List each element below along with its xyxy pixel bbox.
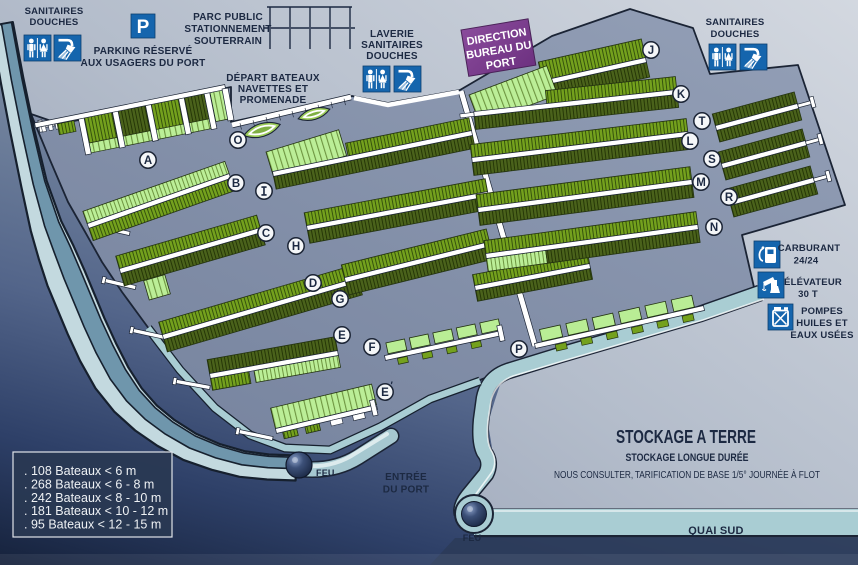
svg-text:N: N xyxy=(710,222,718,234)
svg-text:. 108 Bateaux < 6 m: . 108 Bateaux < 6 m xyxy=(24,464,136,478)
svg-text:E: E xyxy=(338,330,346,342)
svg-text:NAVETTES ET: NAVETTES ET xyxy=(238,84,308,95)
svg-text:STOCKAGE LONGUE DURÉE: STOCKAGE LONGUE DURÉE xyxy=(626,451,749,464)
svg-text:. 268 Bateaux < 6 - 8 m: . 268 Bateaux < 6 - 8 m xyxy=(24,477,154,491)
svg-text:L: L xyxy=(686,136,693,148)
svg-text:LAVERIE: LAVERIE xyxy=(370,29,414,40)
svg-text:PORT: PORT xyxy=(485,55,517,72)
svg-text:DOUCHES: DOUCHES xyxy=(366,51,418,62)
svg-text:P: P xyxy=(137,17,150,38)
svg-text:STATIONNEMENT: STATIONNEMENT xyxy=(184,24,271,35)
svg-text:A: A xyxy=(144,155,152,167)
svg-text:O: O xyxy=(234,135,243,147)
svg-text:H: H xyxy=(292,241,300,253)
svg-text:C: C xyxy=(262,228,270,240)
svg-text:NOUS CONSULTER, TARIFICATION D: NOUS CONSULTER, TARIFICATION DE BASE 1/5… xyxy=(554,468,820,481)
svg-text:SANITAIRES: SANITAIRES xyxy=(706,17,765,28)
svg-text:DÉPART BATEAUX: DÉPART BATEAUX xyxy=(226,71,320,84)
svg-text:P: P xyxy=(515,344,523,356)
svg-text:PROMENADE: PROMENADE xyxy=(240,95,307,106)
svg-text:30 T: 30 T xyxy=(798,289,818,300)
svg-text:DU PORT: DU PORT xyxy=(383,485,429,496)
svg-text:G: G xyxy=(336,294,345,306)
svg-text:R: R xyxy=(725,192,734,204)
svg-text:M: M xyxy=(696,177,706,189)
svg-text:B: B xyxy=(232,178,240,190)
svg-text:. 242 Bateaux < 8 - 10 m: . 242 Bateaux < 8 - 10 m xyxy=(24,491,161,505)
svg-text:′: ′ xyxy=(391,381,394,392)
svg-text:I: I xyxy=(262,186,265,198)
svg-text:S: S xyxy=(708,154,716,166)
svg-text:DOUCHES: DOUCHES xyxy=(30,17,79,28)
svg-text:FEU: FEU xyxy=(316,468,335,478)
svg-text:. 95 Bateaux < 12 - 15 m: . 95 Bateaux < 12 - 15 m xyxy=(24,518,161,532)
svg-text:PARKING RÉSERVÉ: PARKING RÉSERVÉ xyxy=(94,44,193,57)
svg-text:CARBURANT: CARBURANT xyxy=(778,243,841,254)
svg-text:. 181 Bateaux < 10 - 12 m: . 181 Bateaux < 10 - 12 m xyxy=(24,504,168,518)
svg-text:STOCKAGE A TERRE: STOCKAGE A TERRE xyxy=(616,427,756,447)
svg-text:T: T xyxy=(698,116,705,128)
svg-text:EAUX USÉES: EAUX USÉES xyxy=(790,330,853,341)
svg-text:ENTRÉE: ENTRÉE xyxy=(385,470,427,483)
svg-text:J: J xyxy=(648,45,654,57)
svg-text:SANITAIRES: SANITAIRES xyxy=(25,6,84,17)
svg-text:F: F xyxy=(368,342,375,354)
svg-text:E: E xyxy=(381,387,389,399)
svg-text:SANITAIRES: SANITAIRES xyxy=(361,40,423,51)
svg-text:QUAI SUD: QUAI SUD xyxy=(688,525,743,537)
svg-text:AUX USAGERS DU PORT: AUX USAGERS DU PORT xyxy=(81,58,206,69)
svg-text:24/24: 24/24 xyxy=(794,256,819,267)
svg-text:D: D xyxy=(309,278,317,290)
svg-text:ÉLÉVATEUR: ÉLÉVATEUR xyxy=(784,277,842,288)
svg-text:PARC PUBLIC: PARC PUBLIC xyxy=(193,12,263,23)
svg-text:DOUCHES: DOUCHES xyxy=(711,29,760,40)
svg-text:POMPES: POMPES xyxy=(801,306,843,317)
svg-text:SOUTERRAIN: SOUTERRAIN xyxy=(194,36,262,47)
svg-text:HUILES ET: HUILES ET xyxy=(796,318,847,329)
svg-text:FEU: FEU xyxy=(463,533,482,543)
svg-text:K: K xyxy=(677,89,686,101)
